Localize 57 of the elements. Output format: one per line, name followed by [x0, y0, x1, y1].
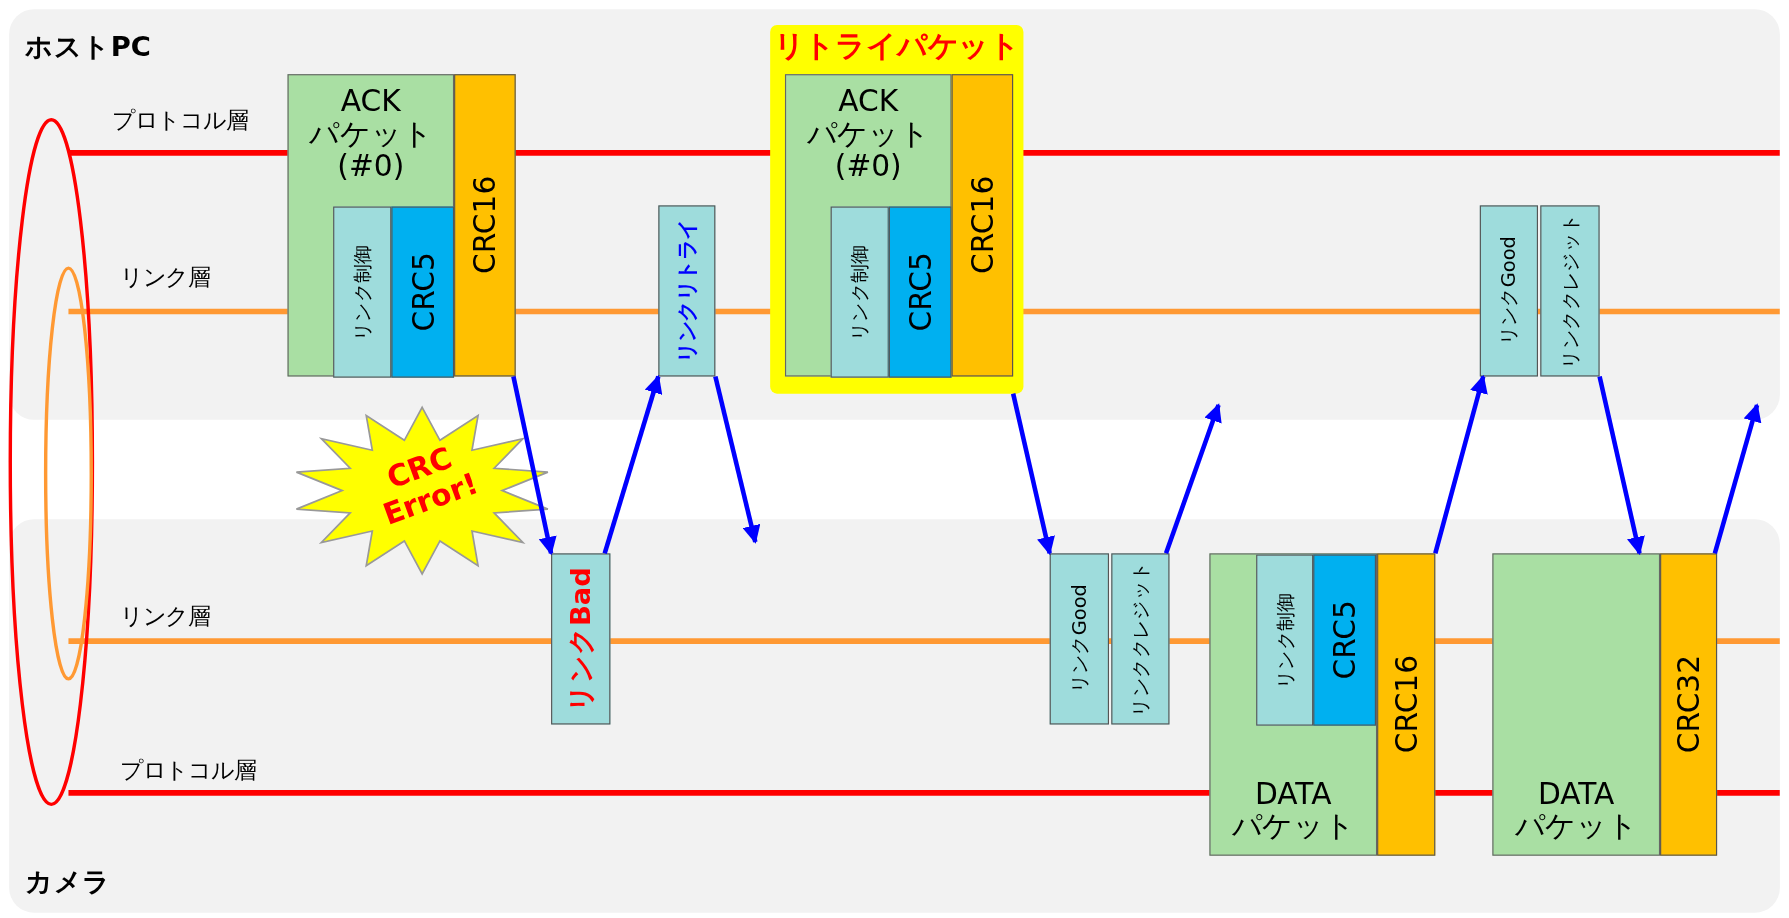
layer-label: プロトコル層 [111, 105, 249, 136]
field-label: リンク制御 [349, 243, 375, 341]
layer-label: リンク層 [119, 601, 212, 632]
link-field-box [1049, 553, 1109, 725]
packet-name: ACK パケット (#0) [805, 84, 931, 183]
crc-field-box [951, 74, 1014, 377]
field-label: リンク制御 [1271, 591, 1297, 689]
panel-title: カメラ [25, 866, 111, 897]
link-field-box [658, 205, 716, 377]
link-field-box [1479, 205, 1538, 377]
field-label: リンク制御 [846, 243, 872, 341]
link-field-box [1256, 554, 1314, 726]
field-label: CRC5 [1327, 600, 1362, 680]
field-label: リンクリトライ [673, 219, 700, 363]
packet-box [1492, 553, 1661, 856]
field-label: リンククレジット [1556, 213, 1582, 369]
packet-box [287, 74, 455, 377]
layer-label: リンク層 [119, 262, 212, 293]
arrow [511, 376, 557, 556]
link-field-box [333, 206, 392, 378]
field-label: CRC16 [1389, 655, 1424, 754]
arrow [713, 375, 761, 544]
field-label: リンクBad [563, 566, 598, 712]
arrow [1712, 403, 1762, 554]
packet-name: DATA パケット [1513, 777, 1639, 844]
packet-name: ACK パケット (#0) [308, 84, 434, 183]
packet-box [1209, 553, 1378, 856]
crc-field-box [1377, 553, 1436, 856]
crc-field-box [391, 206, 455, 378]
field-label: リンクGood [1495, 236, 1521, 346]
field-label: CRC5 [903, 252, 938, 332]
crc-field-box [454, 74, 516, 377]
layer-label: プロトコル層 [119, 755, 257, 786]
crc-field-box [888, 206, 952, 378]
field-label: CRC16 [467, 176, 502, 275]
highlight-title: リトライパケット [772, 29, 1021, 63]
field-label: リンククレジット [1127, 561, 1153, 717]
panel-background [9, 9, 1780, 420]
field-label: リンクGood [1066, 584, 1092, 694]
crc-field-box [1313, 554, 1376, 726]
packet-name: DATA パケット [1230, 777, 1356, 844]
arrow [1597, 376, 1645, 556]
link-field-box [830, 206, 889, 378]
panel-title: ホストPC [25, 31, 151, 63]
link-field-box [1540, 205, 1600, 377]
arrow [1163, 403, 1222, 555]
crc-field-box [1660, 553, 1718, 856]
field-label: CRC16 [965, 176, 1000, 275]
arrow [1010, 393, 1055, 556]
arrow [602, 374, 663, 555]
link-field-box [1111, 553, 1170, 725]
retry-packet-highlight [770, 25, 1024, 394]
field-label: CRC32 [1671, 655, 1706, 754]
field-label: CRC5 [405, 252, 440, 332]
link-field-box [551, 553, 611, 725]
arrow [1433, 374, 1488, 554]
packet-box [784, 74, 952, 377]
